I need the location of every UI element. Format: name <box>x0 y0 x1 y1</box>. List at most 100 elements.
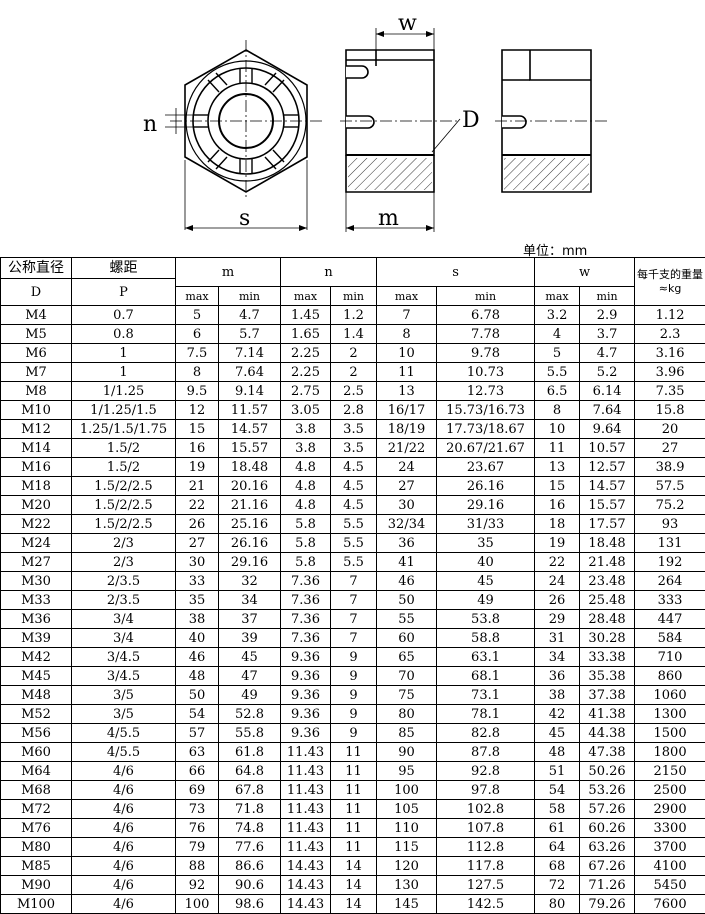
header-w: w <box>535 258 635 287</box>
cell-w-max: 64 <box>535 838 580 857</box>
cell-s-max: 11 <box>377 363 437 382</box>
cell-w-max: 10 <box>535 420 580 439</box>
cell-m-min: 52.8 <box>219 705 281 724</box>
cell-s-max: 65 <box>377 648 437 667</box>
cell-pitch: 1/1.25 <box>72 382 176 401</box>
cell-n-max: 11.43 <box>281 781 331 800</box>
cell-m-max: 66 <box>176 762 219 781</box>
cell-w-min: 18.48 <box>580 534 635 553</box>
cell-n-min: 5.5 <box>331 534 377 553</box>
cell-pitch: 2/3 <box>72 553 176 572</box>
cell-w-max: 6.5 <box>535 382 580 401</box>
cell-m-min: 77.6 <box>219 838 281 857</box>
cell-weight: 2150 <box>635 762 705 781</box>
cell-n-min: 5.5 <box>331 515 377 534</box>
cell-weight: 2500 <box>635 781 705 800</box>
cell-n-max: 9.36 <box>281 686 331 705</box>
cell-m-max: 22 <box>176 496 219 515</box>
cell-w-max: 13 <box>535 458 580 477</box>
cell-w-max: 45 <box>535 724 580 743</box>
cell-n-min: 2 <box>331 363 377 382</box>
cell-pitch: 4/6 <box>72 857 176 876</box>
cell-diameter: M42 <box>1 648 72 667</box>
label-s: s <box>239 206 250 231</box>
cell-s-min: 40 <box>437 553 535 572</box>
cell-s-max: 32/34 <box>377 515 437 534</box>
cell-weight: 192 <box>635 553 705 572</box>
cell-weight: 20 <box>635 420 705 439</box>
cell-n-max: 5.8 <box>281 553 331 572</box>
cell-n-min: 7 <box>331 572 377 591</box>
cell-w-max: 16 <box>535 496 580 515</box>
cell-n-min: 11 <box>331 819 377 838</box>
cell-w-max: 51 <box>535 762 580 781</box>
cell-w-min: 23.48 <box>580 572 635 591</box>
cell-s-max: 41 <box>377 553 437 572</box>
cell-diameter: M22 <box>1 515 72 534</box>
cell-diameter: M20 <box>1 496 72 515</box>
cell-m-max: 5 <box>176 306 219 325</box>
cell-diameter: M8 <box>1 382 72 401</box>
cell-w-max: 5.5 <box>535 363 580 382</box>
cell-weight: 3300 <box>635 819 705 838</box>
cell-weight: 15.8 <box>635 401 705 420</box>
cell-weight: 3.96 <box>635 363 705 382</box>
cell-s-min: 26.16 <box>437 477 535 496</box>
cell-weight: 131 <box>635 534 705 553</box>
cell-s-min: 20.67/21.67 <box>437 439 535 458</box>
cell-m-min: 25.16 <box>219 515 281 534</box>
cell-w-min: 35.38 <box>580 667 635 686</box>
cell-n-max: 2.75 <box>281 382 331 401</box>
cell-pitch: 1 <box>72 344 176 363</box>
cell-m-min: 5.7 <box>219 325 281 344</box>
cell-pitch: 1.5/2/2.5 <box>72 477 176 496</box>
cell-n-max: 9.36 <box>281 667 331 686</box>
cell-m-min: 18.48 <box>219 458 281 477</box>
cell-diameter: M56 <box>1 724 72 743</box>
cell-s-max: 110 <box>377 819 437 838</box>
cell-weight: 860 <box>635 667 705 686</box>
cell-diameter: M4 <box>1 306 72 325</box>
cell-n-min: 11 <box>331 762 377 781</box>
header-m-min: min <box>219 287 281 306</box>
cell-n-min: 4.5 <box>331 458 377 477</box>
cell-pitch: 4/5.5 <box>72 724 176 743</box>
label-D: D <box>462 108 480 133</box>
cell-w-max: 31 <box>535 629 580 648</box>
cell-m-min: 74.8 <box>219 819 281 838</box>
cell-n-min: 11 <box>331 800 377 819</box>
cell-w-min: 3.7 <box>580 325 635 344</box>
cell-s-max: 115 <box>377 838 437 857</box>
cell-n-max: 7.36 <box>281 572 331 591</box>
cell-weight: 2.3 <box>635 325 705 344</box>
cell-m-min: 55.8 <box>219 724 281 743</box>
cell-w-min: 28.48 <box>580 610 635 629</box>
cell-w-max: 58 <box>535 800 580 819</box>
cell-w-max: 72 <box>535 876 580 895</box>
cell-m-min: 15.57 <box>219 439 281 458</box>
cell-n-max: 9.36 <box>281 648 331 667</box>
cell-s-max: 70 <box>377 667 437 686</box>
cell-n-min: 1.2 <box>331 306 377 325</box>
top-view <box>165 40 322 231</box>
cell-diameter: M5 <box>1 325 72 344</box>
cell-pitch: 1/1.25/1.5 <box>72 401 176 420</box>
cell-weight: 7.35 <box>635 382 705 401</box>
cell-m-max: 33 <box>176 572 219 591</box>
cell-s-min: 53.8 <box>437 610 535 629</box>
cell-m-max: 38 <box>176 610 219 629</box>
cell-m-min: 21.16 <box>219 496 281 515</box>
cell-m-max: 50 <box>176 686 219 705</box>
header-d-symbol: D <box>1 279 72 306</box>
cell-diameter: M7 <box>1 363 72 382</box>
cell-n-max: 1.65 <box>281 325 331 344</box>
cell-s-max: 95 <box>377 762 437 781</box>
